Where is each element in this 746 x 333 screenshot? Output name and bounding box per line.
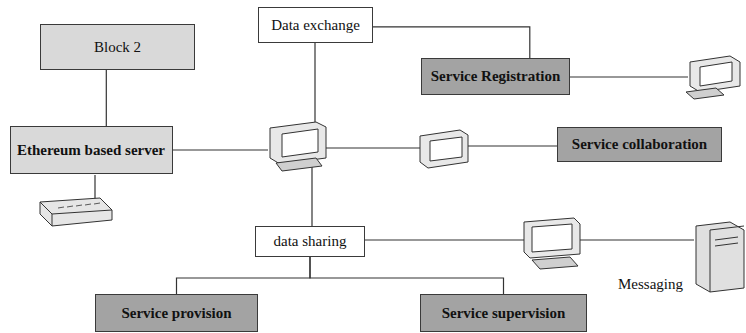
service-box: Service provision [95,294,258,332]
node-text: Data exchange [271,17,360,34]
connector [177,257,311,294]
icon-label: Messaging [617,276,684,293]
connector [310,257,504,294]
wire [326,147,420,148]
service-box: Service supervision [420,294,587,332]
node-text: Service provision [121,305,231,322]
computer-icon [686,56,740,99]
wire [170,149,268,150]
switch-icon [40,198,112,226]
node-text: Block 2 [94,39,141,56]
process-box: Data exchange [258,7,373,43]
wire [365,239,524,240]
wire [94,175,95,200]
server-icon [696,222,744,292]
wire [314,43,315,122]
server-box: Ethereum based server [10,126,173,174]
block-box: Block 2 [40,24,195,70]
connector [106,70,107,126]
node-text: data sharing [274,233,347,250]
wire [570,76,688,77]
service-box: Service Registration [421,58,570,95]
service-box: Service collaboration [557,127,722,162]
wire [311,162,312,226]
node-text: Service collaboration [572,136,707,153]
wire [466,145,557,146]
connector [373,27,530,58]
node-text: Service Registration [431,68,561,85]
node-text: Ethereum based server [17,142,165,159]
computer-icon [420,130,468,168]
computer-icon [270,122,326,171]
node-text: Service supervision [442,305,566,322]
computer-icon [524,218,580,269]
process-box: data sharing [255,226,365,257]
wire [580,239,694,240]
